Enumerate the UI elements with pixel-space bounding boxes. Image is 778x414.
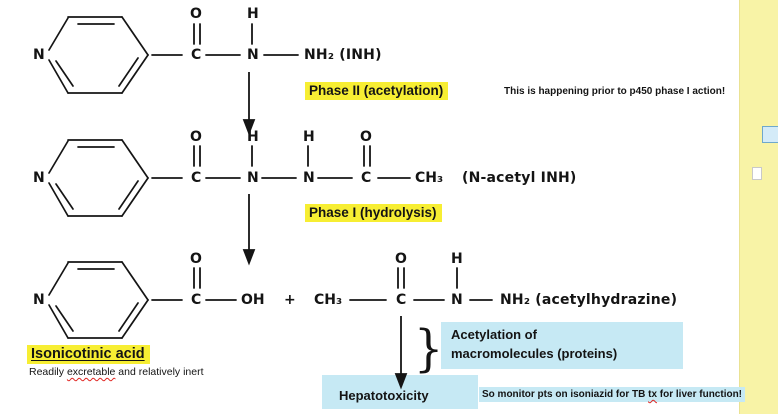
row3-atom-o1: O (190, 251, 202, 267)
row2-tail-nacetyl: (N-acetyl INH) (462, 170, 577, 186)
monitor-note-post: for liver function! (657, 389, 743, 400)
phase1-label: Phase I (hydrolysis) (305, 204, 442, 222)
row2-atom-n2: N (303, 170, 315, 186)
row2-atom-h1: H (247, 129, 259, 145)
comment-marker[interactable] (762, 126, 778, 143)
row2-atom-n1: N (247, 170, 259, 186)
row1-atom-o: O (190, 6, 202, 22)
isonicotinic-note: Readily excretable and relatively inert (29, 366, 204, 378)
row2-atom-h2: H (303, 129, 315, 145)
isonicotinic-acid-label: Isonicotinic acid (27, 345, 150, 364)
bonds-row3 (193, 267, 493, 301)
phase2-note: This is happening prior to p450 phase I … (504, 86, 726, 97)
row3-atom-h: H (451, 251, 463, 267)
arrow-hepatotoxicity (394, 316, 408, 390)
row3-atom-oh: OH (241, 292, 265, 308)
page-edge-marker (752, 167, 762, 180)
row3-atom-c1: C (191, 292, 202, 308)
row3-atom-c2: C (396, 292, 407, 308)
monitor-note-misspelled-word: tx (648, 389, 658, 400)
acetylation-label-line1: Acetylation of (451, 327, 537, 342)
row3-plus-sign: + (284, 292, 296, 308)
row2-atom-c1: C (191, 170, 202, 186)
bonds-row2 (193, 145, 411, 179)
row3-tail-acetylhydrazine: NH₂ (acetylhydrazine) (500, 292, 678, 308)
isonicotinic-note-pre: Readily (29, 366, 67, 378)
acetylation-label-line2: macromolecules (proteins) (451, 345, 618, 361)
row3-atom-n: N (451, 292, 463, 308)
row2-atom-ch3: CH₃ (415, 170, 444, 186)
row2-atom-o1: O (190, 129, 202, 145)
pyridine-ring-3 (48, 261, 183, 339)
acetylation-highlight-block: Acetylation of macromolecules (proteins) (441, 322, 683, 369)
ring2-nitrogen: N (33, 170, 45, 186)
row1-atom-c: C (191, 47, 202, 63)
row1-atom-n: N (247, 47, 259, 63)
monitor-note-pre: So monitor pts on isoniazid for TB (482, 389, 649, 400)
bonds-row1 (193, 23, 299, 56)
row3-atom-o2: O (395, 251, 407, 267)
ring3-nitrogen: N (33, 292, 45, 308)
row1-atom-h: H (247, 6, 259, 22)
isonicotinic-note-post: and relatively inert (115, 366, 204, 378)
arrow-phase1 (242, 194, 256, 266)
row1-tail-inh: NH₂ (INH) (304, 47, 382, 63)
isonicotinic-note-misspelled-word: excretable (66, 366, 116, 378)
pyridine-ring-1 (48, 16, 183, 94)
hepatotoxicity-label: Hepatotoxicity (339, 388, 429, 403)
row2-atom-c2: C (361, 170, 372, 186)
monitor-note: So monitor pts on isoniazid for TB tx fo… (479, 387, 746, 402)
row2-atom-o2: O (360, 129, 372, 145)
page-margin-strip (739, 0, 778, 414)
ring1-nitrogen: N (33, 47, 45, 63)
row3-atom-ch3: CH₃ (314, 292, 343, 308)
curly-brace: } (414, 318, 444, 378)
pyridine-ring-2 (48, 139, 183, 217)
arrow-phase2 (242, 72, 256, 136)
phase2-label: Phase II (acetylation) (305, 82, 449, 100)
